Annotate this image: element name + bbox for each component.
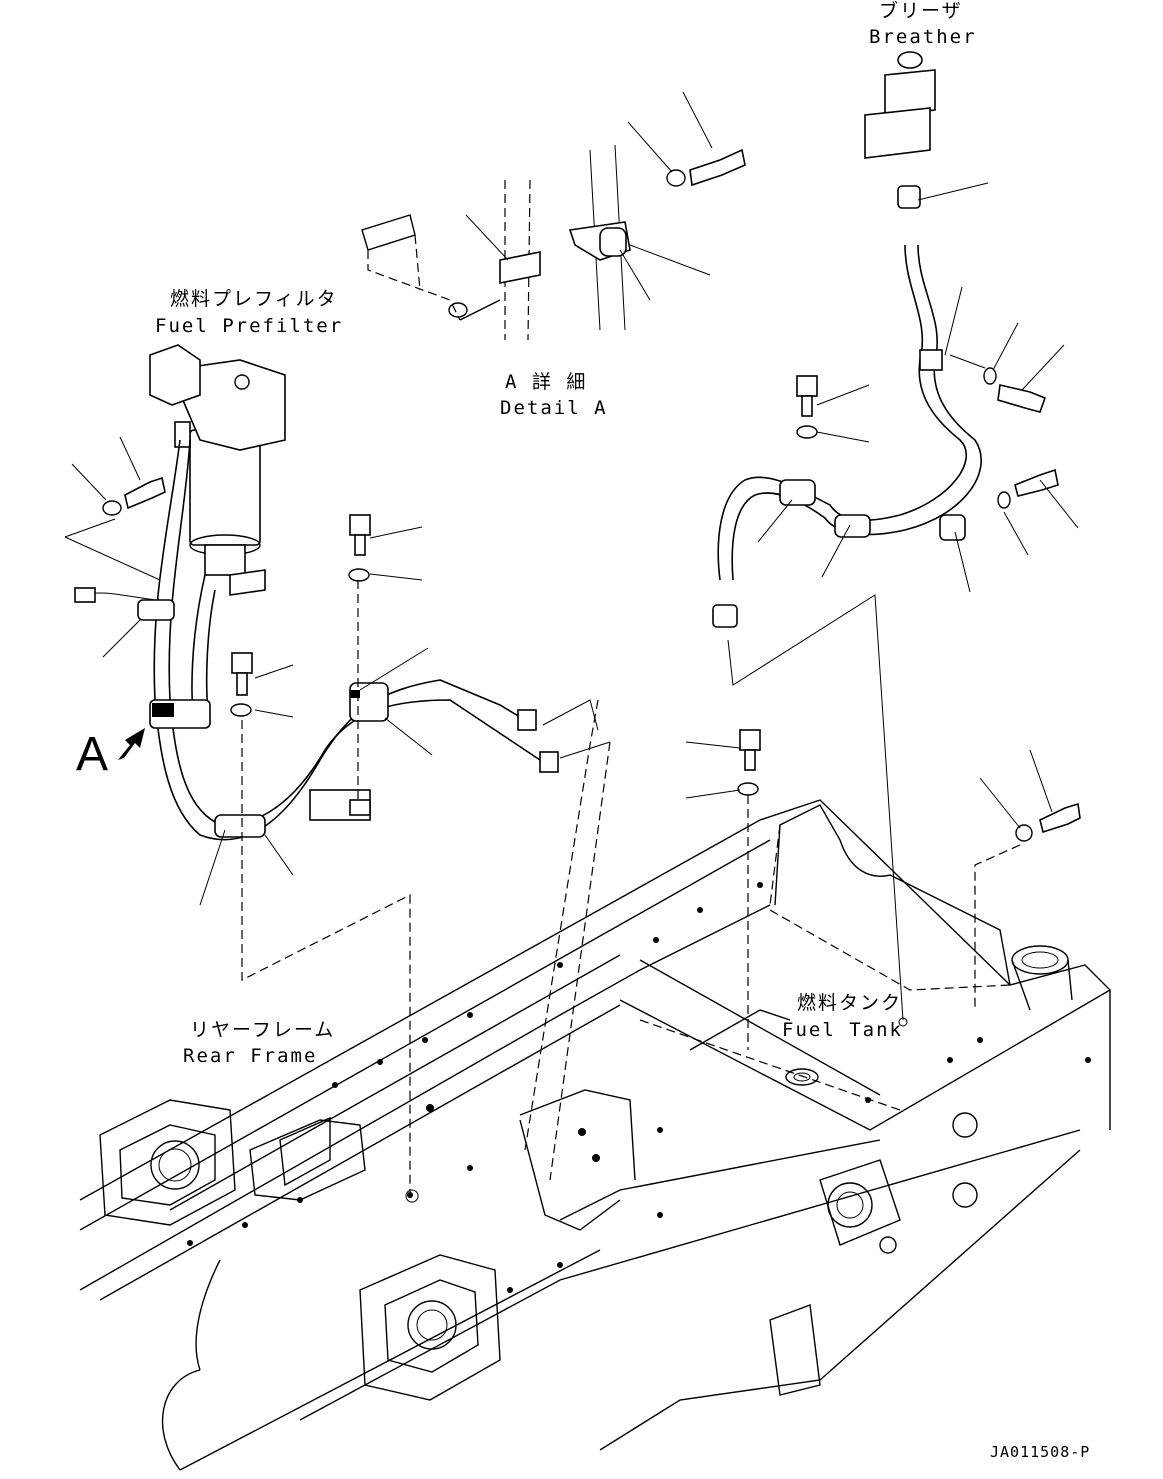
frame-label-en: Rear Frame	[183, 1045, 317, 1067]
view-marker-label: A	[76, 728, 108, 781]
drawing-code: JA011508-P	[990, 1443, 1090, 1461]
tank-label-jp: 燃料タンク	[797, 992, 902, 1014]
rear-frame	[79, 799, 1111, 1471]
detail-label-jp: A 詳 細	[505, 371, 587, 393]
prefilter-label-en: Fuel Prefilter	[155, 315, 343, 337]
fuel-hoses	[74, 439, 559, 841]
labels: ブリーザ Breather 燃料プレフィルタ Fuel Prefilter A …	[76, 0, 1090, 1461]
detail-a	[361, 144, 746, 341]
view-a-arrow	[118, 728, 145, 760]
breather	[712, 51, 982, 628]
prefilter-label-jp: 燃料プレフィルタ	[170, 288, 338, 310]
breather-label-jp: ブリーザ	[879, 0, 963, 22]
leader-lines	[64, 91, 1079, 1195]
tank-label-en: Fuel Tank	[782, 1019, 903, 1041]
detail-label-en: Detail A	[500, 397, 608, 419]
frame-label-jp: リヤーフレーム	[190, 1019, 335, 1041]
breather-label-en: Breather	[869, 26, 977, 48]
hardware	[102, 367, 1081, 842]
fuel-prefilter	[149, 344, 286, 596]
